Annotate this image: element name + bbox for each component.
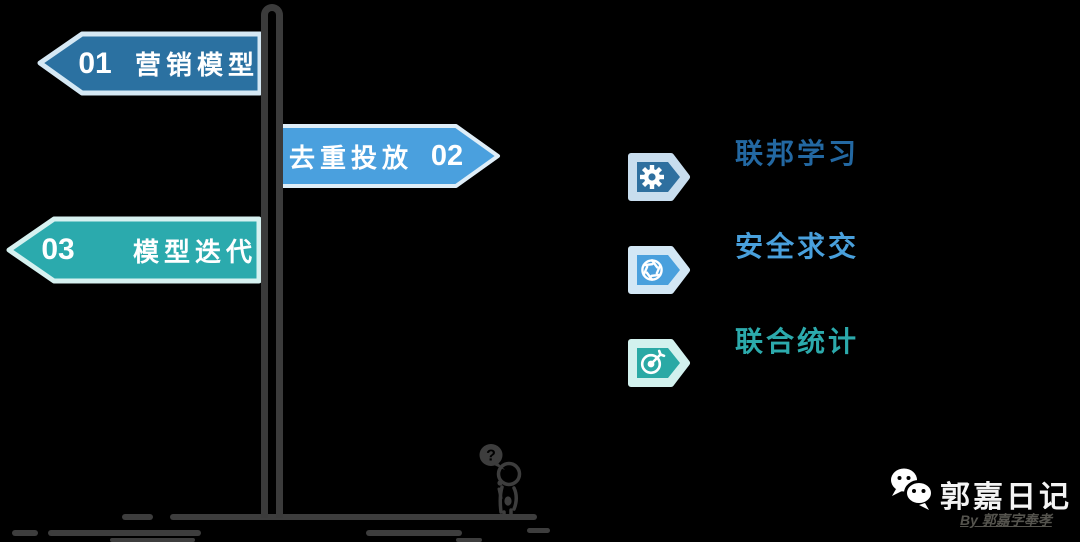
sign-01-number: 01 — [78, 46, 112, 80]
sign-03-number: 03 — [41, 233, 75, 266]
ground-dash — [456, 538, 482, 542]
feature-label-federated-learning: 联邦学习 — [735, 138, 860, 169]
ground-dash — [366, 530, 462, 536]
sign-01-arrow-shape — [37, 31, 263, 96]
sign-01-label: 营销模型 — [135, 50, 260, 80]
feature-label-joint-statistics: 联合统计 — [735, 326, 860, 357]
sign-01-marketing-model: 01 营销模型 — [36, 30, 264, 97]
sign-02-number: 02 — [430, 139, 464, 172]
thought-question-mark: ? — [486, 448, 496, 465]
ground-dash — [122, 514, 153, 520]
ground-dash — [527, 528, 550, 533]
watermark-title: 郭嘉日记 — [940, 481, 1072, 514]
aperture-icon — [627, 245, 691, 295]
sign-03-model-iteration: 03 模型迭代 — [5, 215, 263, 285]
feature-label-private-set-intersection: 安全求交 — [735, 231, 860, 262]
ground-dash — [110, 538, 195, 542]
gear-icon — [627, 152, 691, 202]
target-icon — [627, 338, 691, 388]
ground-dash — [48, 530, 201, 536]
signpost-pole — [261, 4, 283, 518]
sign-03-label: 模型迭代 — [133, 236, 258, 267]
ground-line-main — [170, 514, 537, 520]
wechat-icon — [888, 466, 938, 514]
sign-02-dedup-delivery: 去重投放 02 — [276, 122, 502, 190]
ground-dash — [12, 530, 38, 536]
watermark-byline: By 郭嘉字奉孝 — [960, 512, 1052, 528]
thought-bubble — [479, 444, 503, 466]
sign-03-arrow-shape — [6, 216, 262, 284]
thinking-person-figure: ? — [478, 442, 530, 519]
sign-02-label: 去重投放 — [289, 142, 414, 173]
